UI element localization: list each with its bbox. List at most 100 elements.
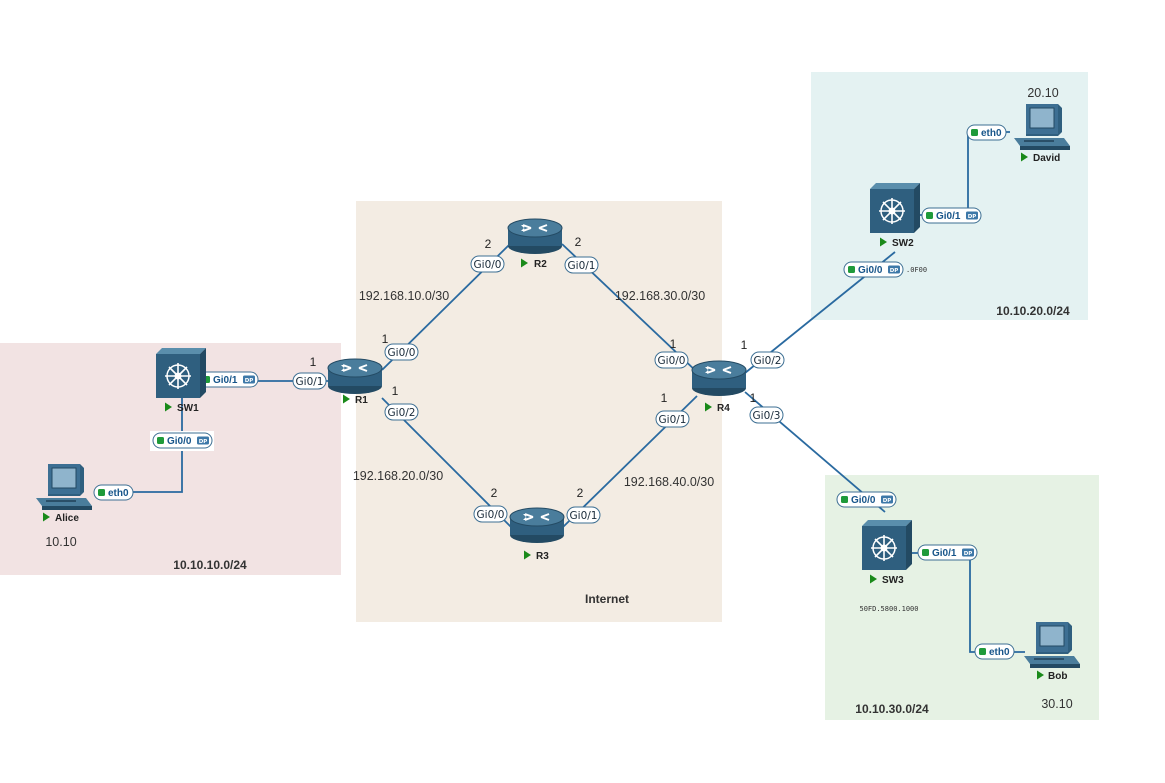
pc-bob[interactable]: Bob xyxy=(1023,621,1081,682)
router-r1[interactable]: R1 xyxy=(327,358,383,406)
interface-alice-eth0[interactable]: eth0 xyxy=(93,484,134,501)
octet-r1-g02: 1 xyxy=(392,384,399,398)
svg-text:Gi0/0: Gi0/0 xyxy=(474,259,502,271)
zone-label-lan2: 10.10.20.0/24 xyxy=(996,304,1070,318)
port-up-icon xyxy=(979,648,986,655)
interface-r2-g00[interactable]: Gi0/0 xyxy=(470,255,505,273)
svg-text:Gi0/1: Gi0/1 xyxy=(568,260,596,272)
router-r2[interactable]: R2 xyxy=(507,218,563,270)
svg-text:Gi0/0: Gi0/0 xyxy=(658,355,686,367)
port-up-icon xyxy=(926,212,933,219)
svg-text:Gi0/1: Gi0/1 xyxy=(659,414,687,426)
port-up-icon xyxy=(971,129,978,136)
port-role-badge: DP xyxy=(890,268,899,274)
interface-r4-g02[interactable]: Gi0/2 xyxy=(750,351,785,369)
switch-sw1[interactable]: SW1 xyxy=(155,347,207,414)
router-icon xyxy=(507,218,563,255)
zone-label-lan3: 10.10.30.0/24 xyxy=(855,702,929,716)
port-role-badge: DP xyxy=(964,551,973,557)
octet-r4-g01: 1 xyxy=(661,391,668,405)
interface-sw3-g00[interactable]: Gi0/0 DP xyxy=(836,491,897,508)
port-up-icon xyxy=(922,549,929,556)
octet-r3-g00: 2 xyxy=(491,486,498,500)
octet-r1-g01: 1 xyxy=(310,355,317,369)
play-icon xyxy=(343,394,350,404)
port-role-badge: DP xyxy=(245,378,254,384)
interface-sw1-g01[interactable]: Gi0/1 DP xyxy=(198,371,259,388)
octet-r3-g01: 2 xyxy=(577,486,584,500)
svg-text:Gi0/1: Gi0/1 xyxy=(570,510,598,522)
interface-r1-g00[interactable]: Gi0/0 xyxy=(384,343,419,361)
svg-text:Gi0/0: Gi0/0 xyxy=(388,347,416,359)
svg-text:eth0: eth0 xyxy=(981,128,1002,139)
mac-label-sw3: 50FD.5800.1000 xyxy=(859,605,918,613)
router-icon xyxy=(509,507,565,544)
svg-text:David: David xyxy=(1033,153,1060,164)
svg-text:eth0: eth0 xyxy=(108,488,129,499)
svg-text:Gi0/1: Gi0/1 xyxy=(213,375,238,386)
octet-r2-g00: 2 xyxy=(485,237,492,251)
octet-r4-g02: 1 xyxy=(741,338,748,352)
interface-sw2-g01[interactable]: Gi0/1 DP xyxy=(921,207,982,224)
svg-text:SW1: SW1 xyxy=(177,403,199,414)
switch-sw2[interactable]: SW2 xyxy=(869,182,921,249)
svg-text:Gi0/3: Gi0/3 xyxy=(753,410,781,422)
host-address-bob: 30.10 xyxy=(1041,697,1072,711)
port-role-badge: DP xyxy=(199,439,208,445)
svg-text:Gi0/0: Gi0/0 xyxy=(167,436,192,447)
interface-r2-g01[interactable]: Gi0/1 xyxy=(564,256,599,274)
port-role-badge: DP xyxy=(883,498,892,504)
network-label-r1-r3: 192.168.20.0/30 xyxy=(353,469,443,483)
router-r4[interactable]: R4 xyxy=(691,360,747,414)
svg-text:Gi0/0: Gi0/0 xyxy=(851,495,876,506)
pc-alice[interactable]: Alice xyxy=(35,463,93,524)
interface-sw3-g01[interactable]: Gi0/1 DP xyxy=(917,544,978,561)
octet-r2-g01: 2 xyxy=(575,235,582,249)
interface-r4-g01[interactable]: Gi0/1 xyxy=(655,410,690,428)
interface-r3-g01[interactable]: Gi0/1 xyxy=(566,506,601,524)
port-up-icon xyxy=(98,489,105,496)
network-label-r3-r4: 192.168.40.0/30 xyxy=(624,475,714,489)
zone-lan3 xyxy=(825,475,1099,720)
port-role-badge: DP xyxy=(968,214,977,220)
multilayer-switch-icon xyxy=(869,182,921,234)
port-up-icon xyxy=(841,496,848,503)
network-label-r1-r2: 192.168.10.0/30 xyxy=(359,289,449,303)
interface-sw2-g00[interactable]: Gi0/0 DP xyxy=(843,261,904,278)
svg-text:Gi0/0: Gi0/0 xyxy=(858,265,883,276)
interface-r3-g00[interactable]: Gi0/0 xyxy=(473,505,508,523)
svg-text:SW2: SW2 xyxy=(892,238,914,249)
svg-text:Alice: Alice xyxy=(55,513,79,524)
multilayer-switch-icon xyxy=(155,347,207,399)
svg-text:Gi0/1: Gi0/1 xyxy=(936,211,961,222)
svg-text:R4: R4 xyxy=(717,403,730,414)
interface-sw1-g00[interactable]: Gi0/0 DP xyxy=(150,431,214,451)
pc-david[interactable]: David xyxy=(1013,103,1071,164)
interface-r1-g01[interactable]: Gi0/1 xyxy=(292,372,327,390)
interface-r4-g03[interactable]: Gi0/3 xyxy=(749,406,784,424)
octet-r1-g00: 1 xyxy=(382,332,389,346)
svg-text:Gi0/0: Gi0/0 xyxy=(477,509,505,521)
interface-r1-g02[interactable]: Gi0/2 xyxy=(384,403,419,421)
router-icon xyxy=(327,358,383,395)
octet-r4-g00: 1 xyxy=(670,337,677,351)
svg-text:SW3: SW3 xyxy=(882,575,904,586)
zone-label-lan1: 10.10.10.0/24 xyxy=(173,558,247,572)
interface-david-eth0[interactable]: eth0 xyxy=(966,124,1007,141)
interface-bob-eth0[interactable]: eth0 xyxy=(974,643,1015,660)
svg-text:R3: R3 xyxy=(536,551,549,562)
host-address-david: 20.10 xyxy=(1027,86,1058,100)
router-r3[interactable]: R3 xyxy=(509,507,565,562)
multilayer-switch-icon xyxy=(861,519,913,571)
router-icon xyxy=(691,360,747,397)
switch-sw3[interactable]: SW3 xyxy=(861,519,913,586)
octet-r4-g03: 1 xyxy=(750,391,757,405)
network-label-r2-r4: 192.168.30.0/30 xyxy=(615,289,705,303)
svg-text:Gi0/2: Gi0/2 xyxy=(754,355,782,367)
zone-label-internet: Internet xyxy=(585,592,629,606)
port-up-icon xyxy=(157,437,164,444)
svg-text:eth0: eth0 xyxy=(989,647,1010,658)
host-address-alice: 10.10 xyxy=(45,535,76,549)
interface-r4-g00[interactable]: Gi0/0 xyxy=(654,351,689,369)
